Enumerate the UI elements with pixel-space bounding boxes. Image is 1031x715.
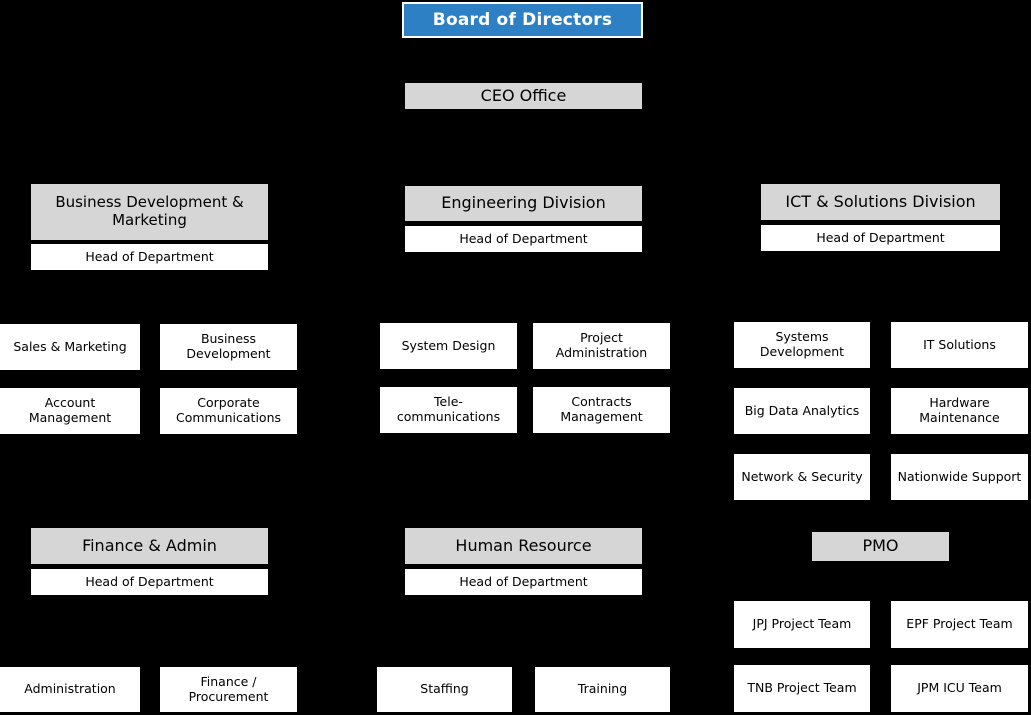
unit-epf-project-team-label: EPF Project Team [906,616,1013,632]
unit-jpj-project-team-label: JPJ Project Team [752,616,852,632]
unit-corporate-communications[interactable]: Corporate Communications [160,388,297,434]
unit-telecommunications[interactable]: Tele-communications [380,387,517,433]
division-header-engineering-division[interactable]: Engineering Division [405,186,642,221]
unit-staffing-label: Staffing [420,681,469,697]
unit-business-development-label: Business Development [186,331,271,361]
unit-tnb-project-team-label: TNB Project Team [747,680,857,696]
unit-telecommunications-label: Tele-communications [396,394,501,424]
unit-account-management-label: Account Management [28,395,112,425]
unit-network-security-label: Network & Security [741,468,863,484]
unit-training[interactable]: Training [535,667,670,712]
head-of-department-finance-admin[interactable]: Head of Department [31,569,268,595]
division-header-pmo-label: PMO [862,536,899,556]
head-of-department-human-resource-label: Head of Department [459,573,588,589]
head-of-department-ict-solutions-division-label: Head of Department [816,229,945,245]
unit-jpj-project-team[interactable]: JPJ Project Team [734,601,870,648]
unit-finance-procurement-label: Finance / Procurement [188,673,269,704]
unit-contracts-management[interactable]: Contracts Management [533,387,670,433]
unit-administration-label: Administration [24,681,116,697]
division-header-ict-solutions-division-label: ICT & Solutions Division [785,191,976,211]
unit-account-management[interactable]: Account Management [0,388,140,434]
head-of-department-engineering-division[interactable]: Head of Department [405,226,642,252]
unit-tnb-project-team[interactable]: TNB Project Team [734,665,870,712]
unit-project-administration-label: Project Administration [555,330,648,360]
head-of-department-business-development-marketing[interactable]: Head of Department [31,244,268,270]
head-of-department-engineering-division-label: Head of Department [459,230,588,246]
unit-systems-development-label: Systems Development [759,329,845,359]
division-header-engineering-division-label: Engineering Division [441,193,606,213]
unit-sales-marketing[interactable]: Sales & Marketing [0,324,140,370]
unit-administration[interactable]: Administration [0,667,140,712]
unit-project-administration[interactable]: Project Administration [533,323,670,369]
unit-system-design-label: System Design [401,337,496,353]
node-board-of-directors[interactable]: Board of Directors [402,2,643,38]
division-header-business-development-marketing[interactable]: Business Development & Marketing [31,184,268,240]
head-of-department-ict-solutions-division[interactable]: Head of Department [761,225,1000,251]
unit-corporate-communications-label: Corporate Communications [175,395,282,425]
unit-sales-marketing-label: Sales & Marketing [13,338,127,354]
unit-big-data-analytics[interactable]: Big Data Analytics [734,388,870,434]
unit-hardware-maintenance[interactable]: Hardware Maintenance [891,388,1028,434]
unit-epf-project-team[interactable]: EPF Project Team [891,601,1028,648]
division-header-human-resource[interactable]: Human Resource [405,528,642,564]
unit-system-design[interactable]: System Design [380,323,517,369]
unit-nationwide-support-label: Nationwide Support [897,468,1022,484]
unit-finance-procurement[interactable]: Finance / Procurement [160,667,297,712]
node-ceo-office-label: CEO Office [480,85,567,105]
unit-big-data-analytics-label: Big Data Analytics [744,402,860,418]
division-header-human-resource-label: Human Resource [455,535,592,555]
unit-jpm-icu-team[interactable]: JPM ICU Team [891,665,1028,712]
division-header-ict-solutions-division[interactable]: ICT & Solutions Division [761,184,1000,220]
unit-contracts-management-label: Contracts Management [560,394,643,424]
unit-it-solutions-label: IT Solutions [923,336,996,352]
unit-business-development[interactable]: Business Development [160,324,297,370]
head-of-department-finance-admin-label: Head of Department [85,573,214,589]
node-board-of-directors-label: Board of Directors [432,9,613,30]
unit-hardware-maintenance-label: Hardware Maintenance [919,395,1000,425]
unit-network-security[interactable]: Network & Security [734,454,870,500]
unit-it-solutions[interactable]: IT Solutions [891,322,1028,368]
head-of-department-business-development-marketing-label: Head of Department [85,248,214,264]
division-header-finance-admin-label: Finance & Admin [82,535,217,555]
division-header-finance-admin[interactable]: Finance & Admin [31,528,268,564]
unit-systems-development[interactable]: Systems Development [734,322,870,368]
unit-staffing[interactable]: Staffing [377,667,512,712]
division-header-business-development-marketing-label: Business Development & Marketing [55,193,244,229]
unit-training-label: Training [577,681,628,697]
unit-jpm-icu-team-label: JPM ICU Team [917,680,1002,696]
head-of-department-human-resource[interactable]: Head of Department [405,569,642,595]
node-ceo-office[interactable]: CEO Office [405,83,642,109]
division-header-pmo[interactable]: PMO [812,532,949,561]
unit-nationwide-support[interactable]: Nationwide Support [891,454,1028,500]
